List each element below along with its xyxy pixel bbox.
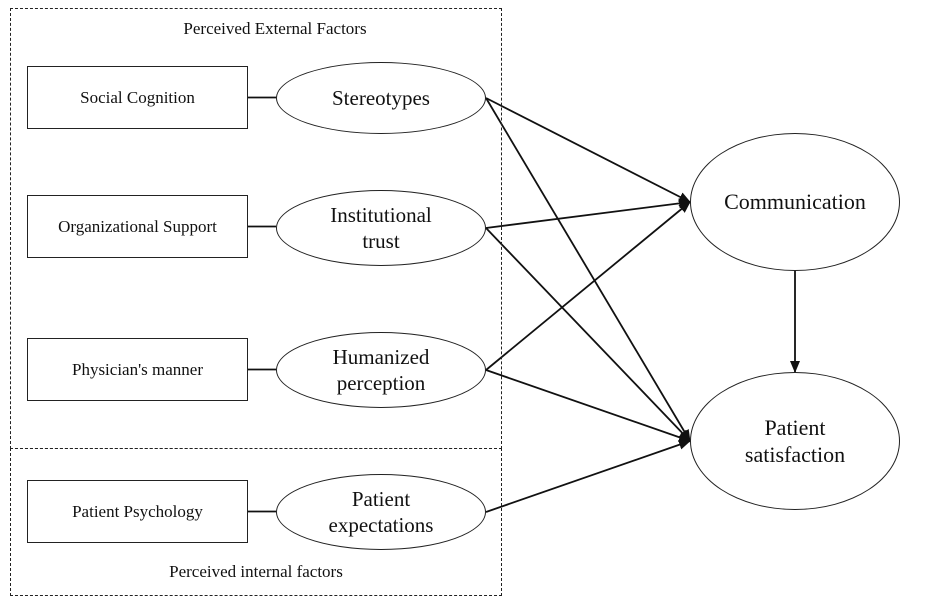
social-cognition-box: Social Cognition xyxy=(27,66,248,129)
edge-institutional-trust-to-communication xyxy=(485,198,691,229)
communication-node: Communication xyxy=(690,133,900,271)
institutional-trust-node: Institutional trust xyxy=(276,190,486,266)
humanized-perception-node: Humanized perception xyxy=(276,332,486,408)
patient-satisfaction-node: Patient satisfaction xyxy=(690,372,900,510)
patient-expectations-node: Patient expectations xyxy=(276,474,486,550)
organizational-support-box: Organizational Support xyxy=(27,195,248,258)
edge-patient-expectations-to-patient-satisfaction xyxy=(485,439,691,513)
edge-stereotypes-to-communication xyxy=(485,97,691,203)
edge-humanized-perception-to-communication xyxy=(485,201,691,371)
edge-humanized-perception-to-patient-satisfaction xyxy=(485,369,691,443)
physicians-manner-box: Physician's manner xyxy=(27,338,248,401)
stereotypes-node: Stereotypes xyxy=(276,62,486,134)
patient-psychology-box: Patient Psychology xyxy=(27,480,248,543)
internal-factors-label: Perceived internal factors xyxy=(169,562,343,581)
internal-factors-group xyxy=(10,448,502,596)
edge-stereotypes-to-patient-satisfaction xyxy=(485,97,691,442)
edge-institutional-trust-to-patient-satisfaction xyxy=(485,227,691,442)
external-factors-label: Perceived External Factors xyxy=(183,19,367,38)
